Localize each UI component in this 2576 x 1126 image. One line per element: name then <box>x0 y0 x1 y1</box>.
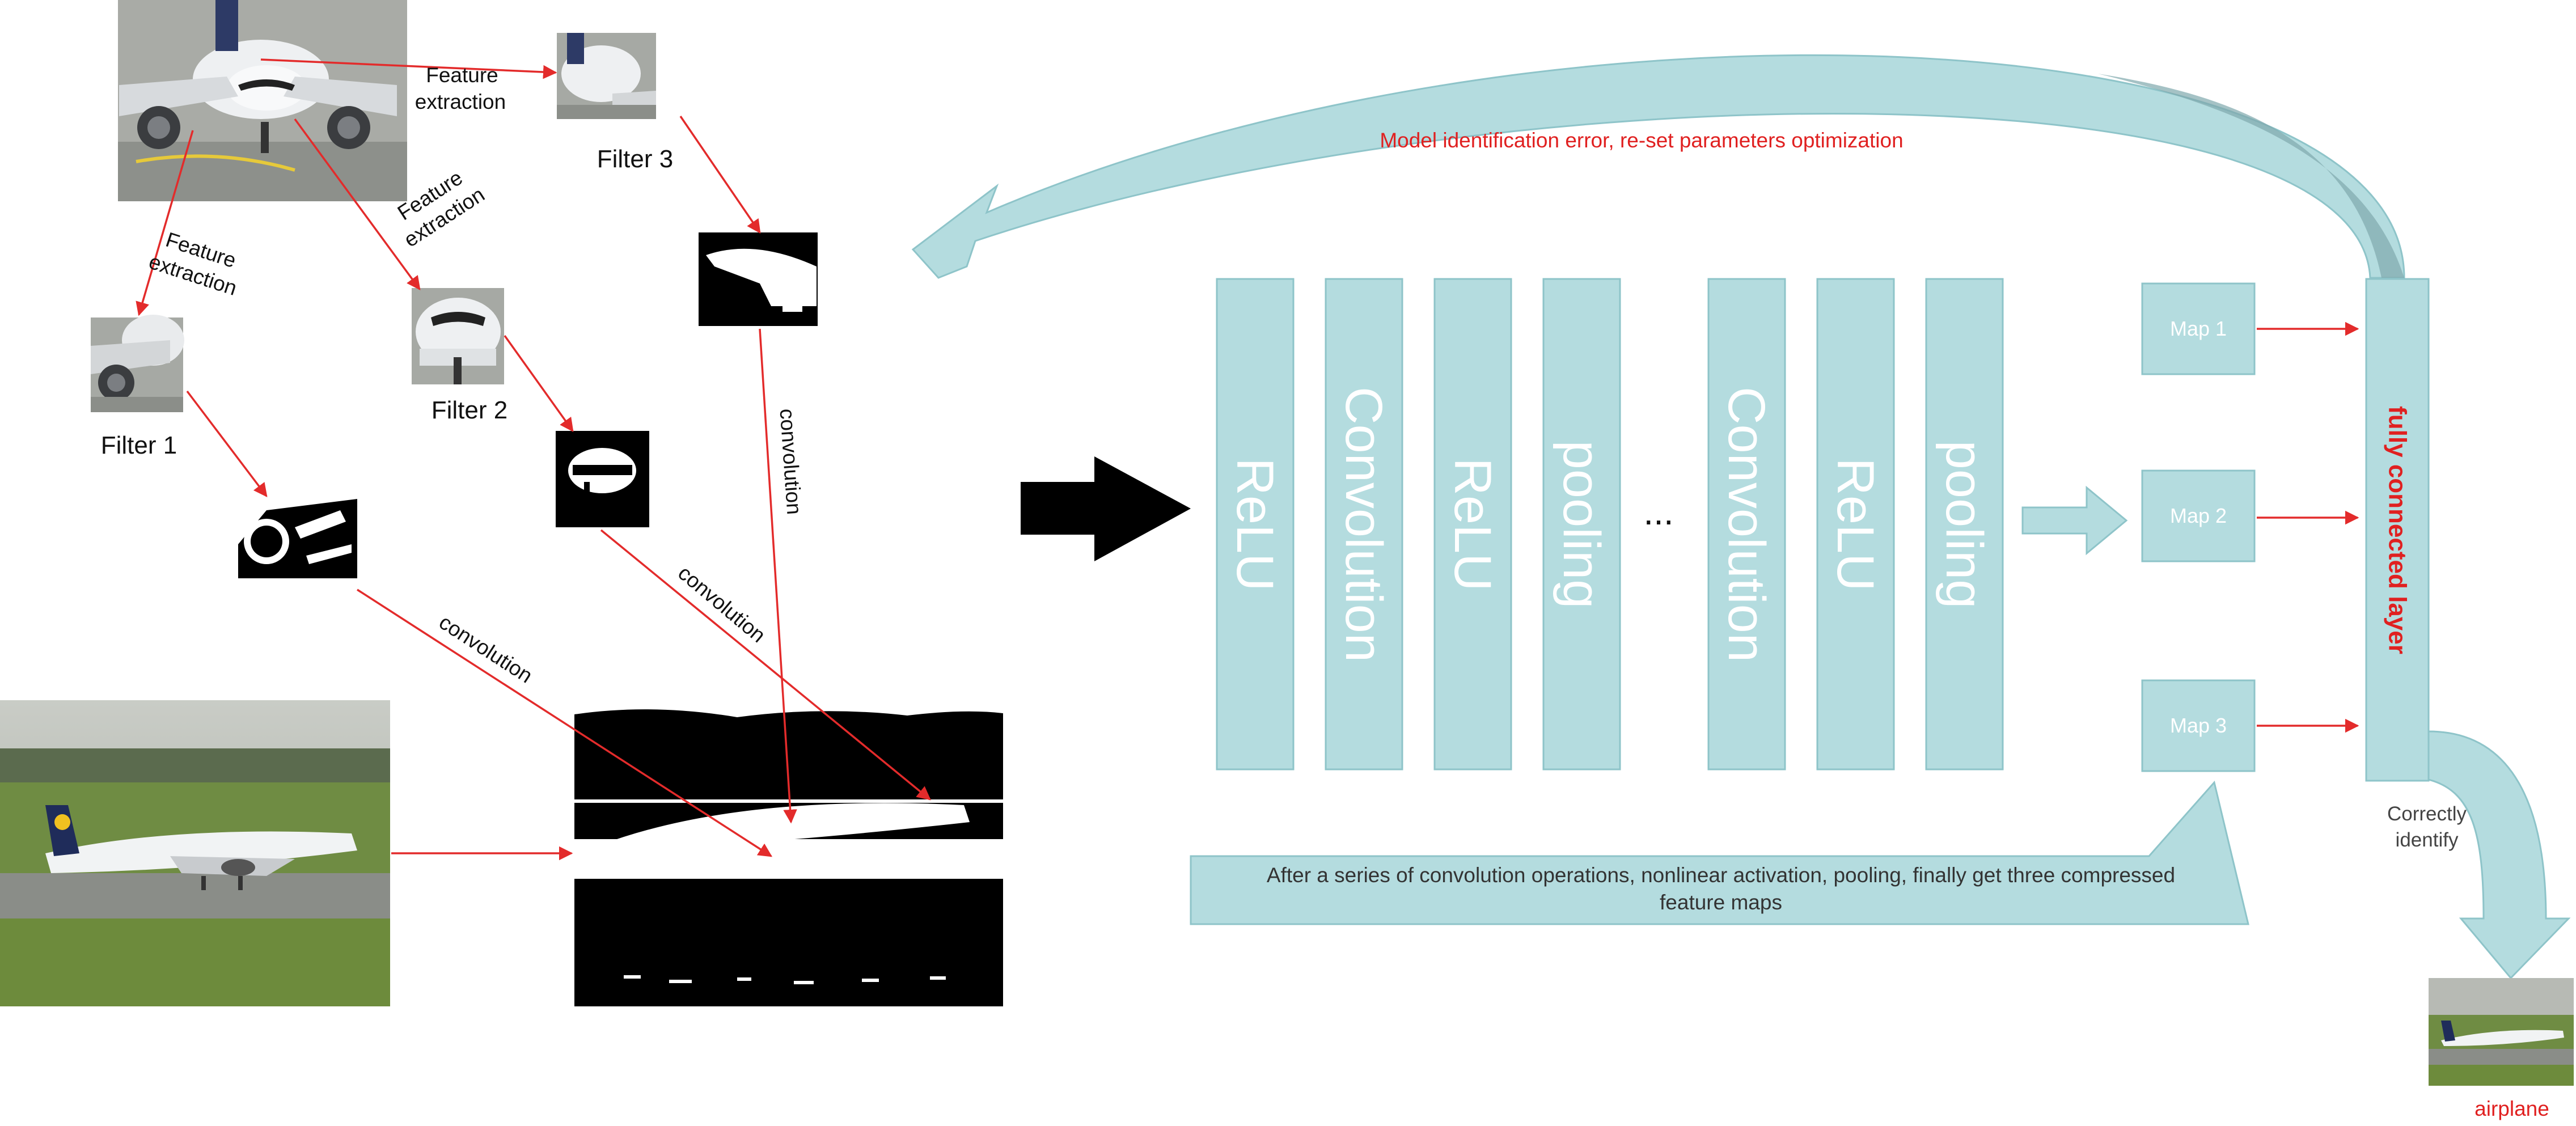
correctly-identify-line1: Correctly <box>2387 803 2467 825</box>
input-airplane-photo <box>0 700 390 1006</box>
convolution-label-3: convolution <box>775 408 806 515</box>
result-label: airplane <box>2475 1097 2549 1120</box>
arrow-filter1-to-binary <box>186 390 268 497</box>
arrow-filter2-to-binary <box>504 335 574 432</box>
layer-label-5: Convolution <box>1718 387 1775 662</box>
convolution-result-image <box>574 703 1003 1006</box>
filter3-label: Filter 3 <box>597 145 673 173</box>
layer-box-6 <box>1816 278 1895 771</box>
layer-box-4 <box>1542 278 1621 771</box>
convolution-label-2: convolution <box>674 561 770 647</box>
filter2-label: Filter 2 <box>432 396 507 424</box>
feedback-label: Model identification error, re-set param… <box>1380 129 1903 152</box>
layer-label-6: ReLU <box>1826 458 1884 591</box>
arrow-binary1-conv <box>357 589 773 857</box>
arrow-to-filter3 <box>260 58 557 79</box>
extraction-label-filter3-l2: extraction <box>415 90 506 113</box>
map1-label: Map 1 <box>2170 317 2227 340</box>
layer-box-7 <box>1925 278 2004 771</box>
map1-box <box>2141 282 2256 375</box>
layer-label-1: ReLU <box>1226 458 1284 591</box>
filter1-label: Filter 1 <box>101 431 177 459</box>
output-airplane-thumbnail <box>2429 978 2574 1086</box>
layer-box-1 <box>1216 278 1295 771</box>
layer-label-3: ReLU <box>1444 458 1501 591</box>
arrow-binary2-conv <box>600 529 931 801</box>
filter2-thumbnail <box>412 288 504 384</box>
arrow-to-filter2 <box>294 118 421 290</box>
correctly-identify-line2: identify <box>2396 829 2459 851</box>
map-to-fc-arrows <box>2257 321 2359 733</box>
layer-label-7: pooling <box>1935 441 1993 609</box>
source-airplane-photo <box>118 0 407 201</box>
arrow-binary3-conv <box>759 328 797 824</box>
feature-extraction-arrows <box>136 58 931 861</box>
output-curved-arrow <box>2427 730 2571 980</box>
filter1-thumbnail <box>91 315 184 412</box>
filter3-thumbnail <box>557 33 656 119</box>
layer-label-2: Convolution <box>1335 387 1393 662</box>
arrow-filter3-to-binary <box>679 116 761 234</box>
map3-label: Map 3 <box>2170 714 2227 737</box>
map3-box <box>2141 679 2256 772</box>
layer-box-5 <box>1707 278 1786 771</box>
fc-layer-box <box>2365 278 2430 782</box>
big-black-arrow <box>1021 456 1191 561</box>
cnn-layer-stack: ReLU Convolution ReLU pooling ... Convol… <box>1216 278 2004 771</box>
layer-label-4: pooling <box>1553 441 1610 609</box>
summary-line2: feature maps <box>1660 891 1782 914</box>
summary-line1: After a series of convolution operations… <box>1267 863 2175 887</box>
fc-layer-label: fully connected layer <box>2384 406 2412 654</box>
layer-box-3 <box>1433 278 1512 771</box>
map2-box <box>2141 469 2256 562</box>
binary-feature-1 <box>238 499 357 578</box>
feature-maps: Map 1 Map 2 Map 3 <box>2141 282 2256 772</box>
binary-feature-2 <box>556 431 649 527</box>
summary-callout <box>1190 780 2249 925</box>
binary-feature-3 <box>699 232 818 326</box>
map2-label: Map 2 <box>2170 504 2227 527</box>
arrow-to-filter1 <box>136 130 194 316</box>
feedback-curved-arrow <box>911 54 2405 279</box>
layer-box-2 <box>1325 278 1403 771</box>
extraction-label-filter3-l1: Feature <box>426 64 498 87</box>
layer-ellipsis: ... <box>1643 492 1673 532</box>
layers-to-maps-arrow <box>2021 485 2128 556</box>
